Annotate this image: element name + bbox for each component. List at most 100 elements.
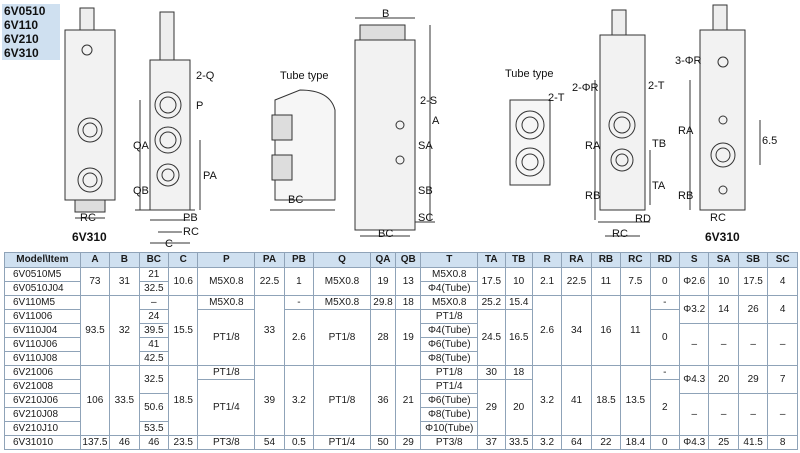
- cell: PT1/4: [420, 379, 479, 394]
- table-row: 6V110J06 41 Φ6(Tube): [4, 337, 798, 352]
- table-row: 6V210J06 50.6 Φ6(Tube) – – – –: [4, 393, 798, 436]
- col-header: PB: [283, 252, 315, 268]
- cell: 18: [504, 365, 533, 380]
- cell: 10.6: [168, 267, 199, 296]
- cell: 41: [138, 337, 170, 352]
- cell: PT1/8: [313, 365, 371, 436]
- cell: M5X0.8: [420, 295, 479, 310]
- cell: -: [283, 295, 315, 310]
- dim-pa: PA: [203, 170, 217, 182]
- cell: 50: [369, 435, 397, 450]
- cell: 13: [395, 267, 422, 296]
- dim-sa: SA: [418, 140, 433, 152]
- tube-type-label-2: Tube type: [505, 68, 554, 80]
- model-cell: 6V11006: [4, 309, 81, 324]
- cell: 33.5: [504, 435, 533, 450]
- cell: 0: [649, 435, 681, 450]
- cell: 33: [254, 295, 285, 366]
- cell: 25: [708, 435, 739, 450]
- cell: 3.2: [531, 365, 563, 436]
- cell: 3.2: [283, 365, 315, 436]
- table-row: 6V21006 106 33.5 32.5 18.5 PT1/8 39 3.2 …: [4, 365, 798, 436]
- cell: 46: [109, 435, 140, 450]
- cell: –: [679, 323, 710, 366]
- cell: PT3/8: [420, 435, 479, 450]
- model-cell: 6V110J04: [4, 323, 81, 338]
- cell: 20: [504, 379, 533, 436]
- cell: M5X0.8: [420, 267, 479, 282]
- cell: –: [679, 393, 710, 436]
- dim-qa: QA: [133, 140, 149, 152]
- cell: 31: [109, 267, 140, 296]
- cell: 15.5: [168, 295, 199, 366]
- cell: –: [138, 295, 170, 310]
- model-cell: 6V110M5: [4, 295, 81, 310]
- cell: 46: [138, 435, 170, 450]
- cell: M5X0.8: [313, 267, 371, 296]
- cell: PT1/8: [313, 309, 371, 366]
- model-6v310-right: 6V310: [705, 230, 740, 244]
- cell: Φ8(Tube): [420, 407, 479, 422]
- cell: 17.5: [477, 267, 506, 296]
- dim-2t-left: 2-T: [548, 92, 565, 104]
- col-header: TA: [477, 252, 506, 268]
- cell: 23.5: [168, 435, 199, 450]
- table-row: 6V31010 137.5 46 46 23.5 PT3/8 54 0.5 PT…: [4, 435, 798, 450]
- table-header-row: Model\Item A B BC C P PA PB Q QA QB T TA…: [4, 252, 798, 268]
- dim-bc: BC: [378, 228, 394, 240]
- cell: 26: [737, 295, 769, 324]
- dim-bc-tube: BC: [288, 194, 304, 206]
- cell: Φ2.6: [679, 267, 710, 296]
- cell: 19: [369, 267, 397, 296]
- model-cell: 6V110J08: [4, 351, 81, 366]
- cell: 2.6: [283, 309, 315, 366]
- dim-2t: 2-T: [648, 80, 665, 92]
- model-cell: 6V110J06: [4, 337, 81, 352]
- dimension-drawings: [64, 4, 761, 244]
- dim-ra-right: RA: [678, 125, 694, 137]
- front-view-left: [64, 7, 116, 219]
- col-header: Model\Item: [4, 252, 81, 268]
- cell: 93.5: [79, 295, 111, 366]
- dim-rc-right2: RC: [710, 212, 726, 224]
- cell: –: [767, 393, 798, 436]
- cell: 39.5: [138, 323, 170, 338]
- cell: M5X0.8: [197, 267, 256, 296]
- tube-type-view-2: [509, 99, 551, 186]
- cell: 137.5: [79, 435, 111, 450]
- tube-type-view-1: [270, 89, 336, 211]
- cell: -: [649, 295, 681, 310]
- cell: PT3/8: [197, 435, 256, 450]
- side-view-1: [135, 11, 201, 244]
- cell: 16.5: [504, 309, 533, 366]
- cell: 22.5: [254, 267, 285, 296]
- cell: 21: [138, 267, 170, 282]
- dim-rd: RD: [635, 213, 651, 225]
- cell: 28: [369, 309, 397, 366]
- cell: Φ4.3: [679, 435, 710, 450]
- cell: 18.5: [168, 365, 199, 436]
- col-header: PA: [254, 252, 285, 268]
- dim-rc-right: RC: [612, 228, 628, 240]
- dim-2q: 2-Q: [196, 70, 215, 82]
- cell: –: [708, 323, 739, 366]
- dim-a: A: [432, 115, 440, 127]
- model-name: 6V110: [4, 18, 39, 32]
- cell: -: [649, 365, 681, 380]
- col-header: RD: [649, 252, 681, 268]
- cell: 32.5: [138, 365, 170, 394]
- model-cell: 6V210J10: [4, 421, 81, 436]
- cell: 7: [767, 365, 798, 394]
- dim-2s: 2-S: [420, 95, 438, 107]
- cell: 41: [561, 365, 592, 436]
- cell: 20: [708, 365, 739, 394]
- cell: 11: [590, 267, 622, 296]
- model-name: 6V310: [4, 46, 39, 60]
- cell: PT1/8: [197, 365, 256, 380]
- cell: –: [737, 323, 769, 366]
- col-header: RA: [561, 252, 592, 268]
- cell: 14: [708, 295, 739, 324]
- cell: 2.1: [531, 267, 563, 296]
- cell: PT1/8: [197, 309, 256, 366]
- cell: –: [737, 393, 769, 436]
